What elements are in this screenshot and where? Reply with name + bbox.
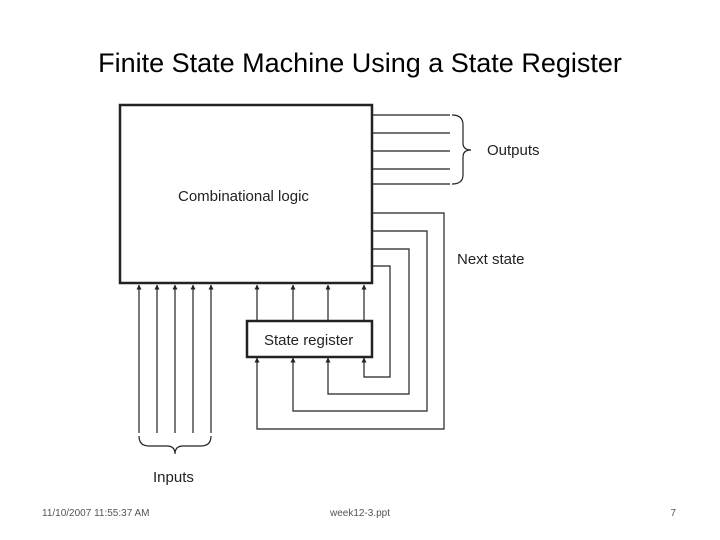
combinational-logic-block: [118, 103, 374, 285]
slide-title: Finite State Machine Using a State Regis…: [98, 48, 622, 78]
footer-date: 11/10/2007 11:55:37 AM: [42, 508, 150, 519]
footer-file: week12-3.ppt: [329, 508, 391, 519]
outputs-brace: [451, 114, 472, 185]
next-state-label: Next state: [457, 251, 525, 268]
state-register-block: [245, 319, 374, 359]
outputs-label: Outputs: [487, 142, 540, 159]
input-arrows: [136, 284, 214, 433]
state-feedback-arrows: [254, 284, 367, 320]
combinational-logic-label: Combinational logic: [178, 188, 309, 205]
output-lines: [372, 114, 450, 185]
inputs-brace: [138, 435, 212, 455]
footer-page-number: 7: [670, 508, 676, 519]
state-register-label: State register: [264, 332, 353, 349]
next-state-loops: [254, 212, 445, 430]
inputs-label: Inputs: [153, 469, 194, 486]
